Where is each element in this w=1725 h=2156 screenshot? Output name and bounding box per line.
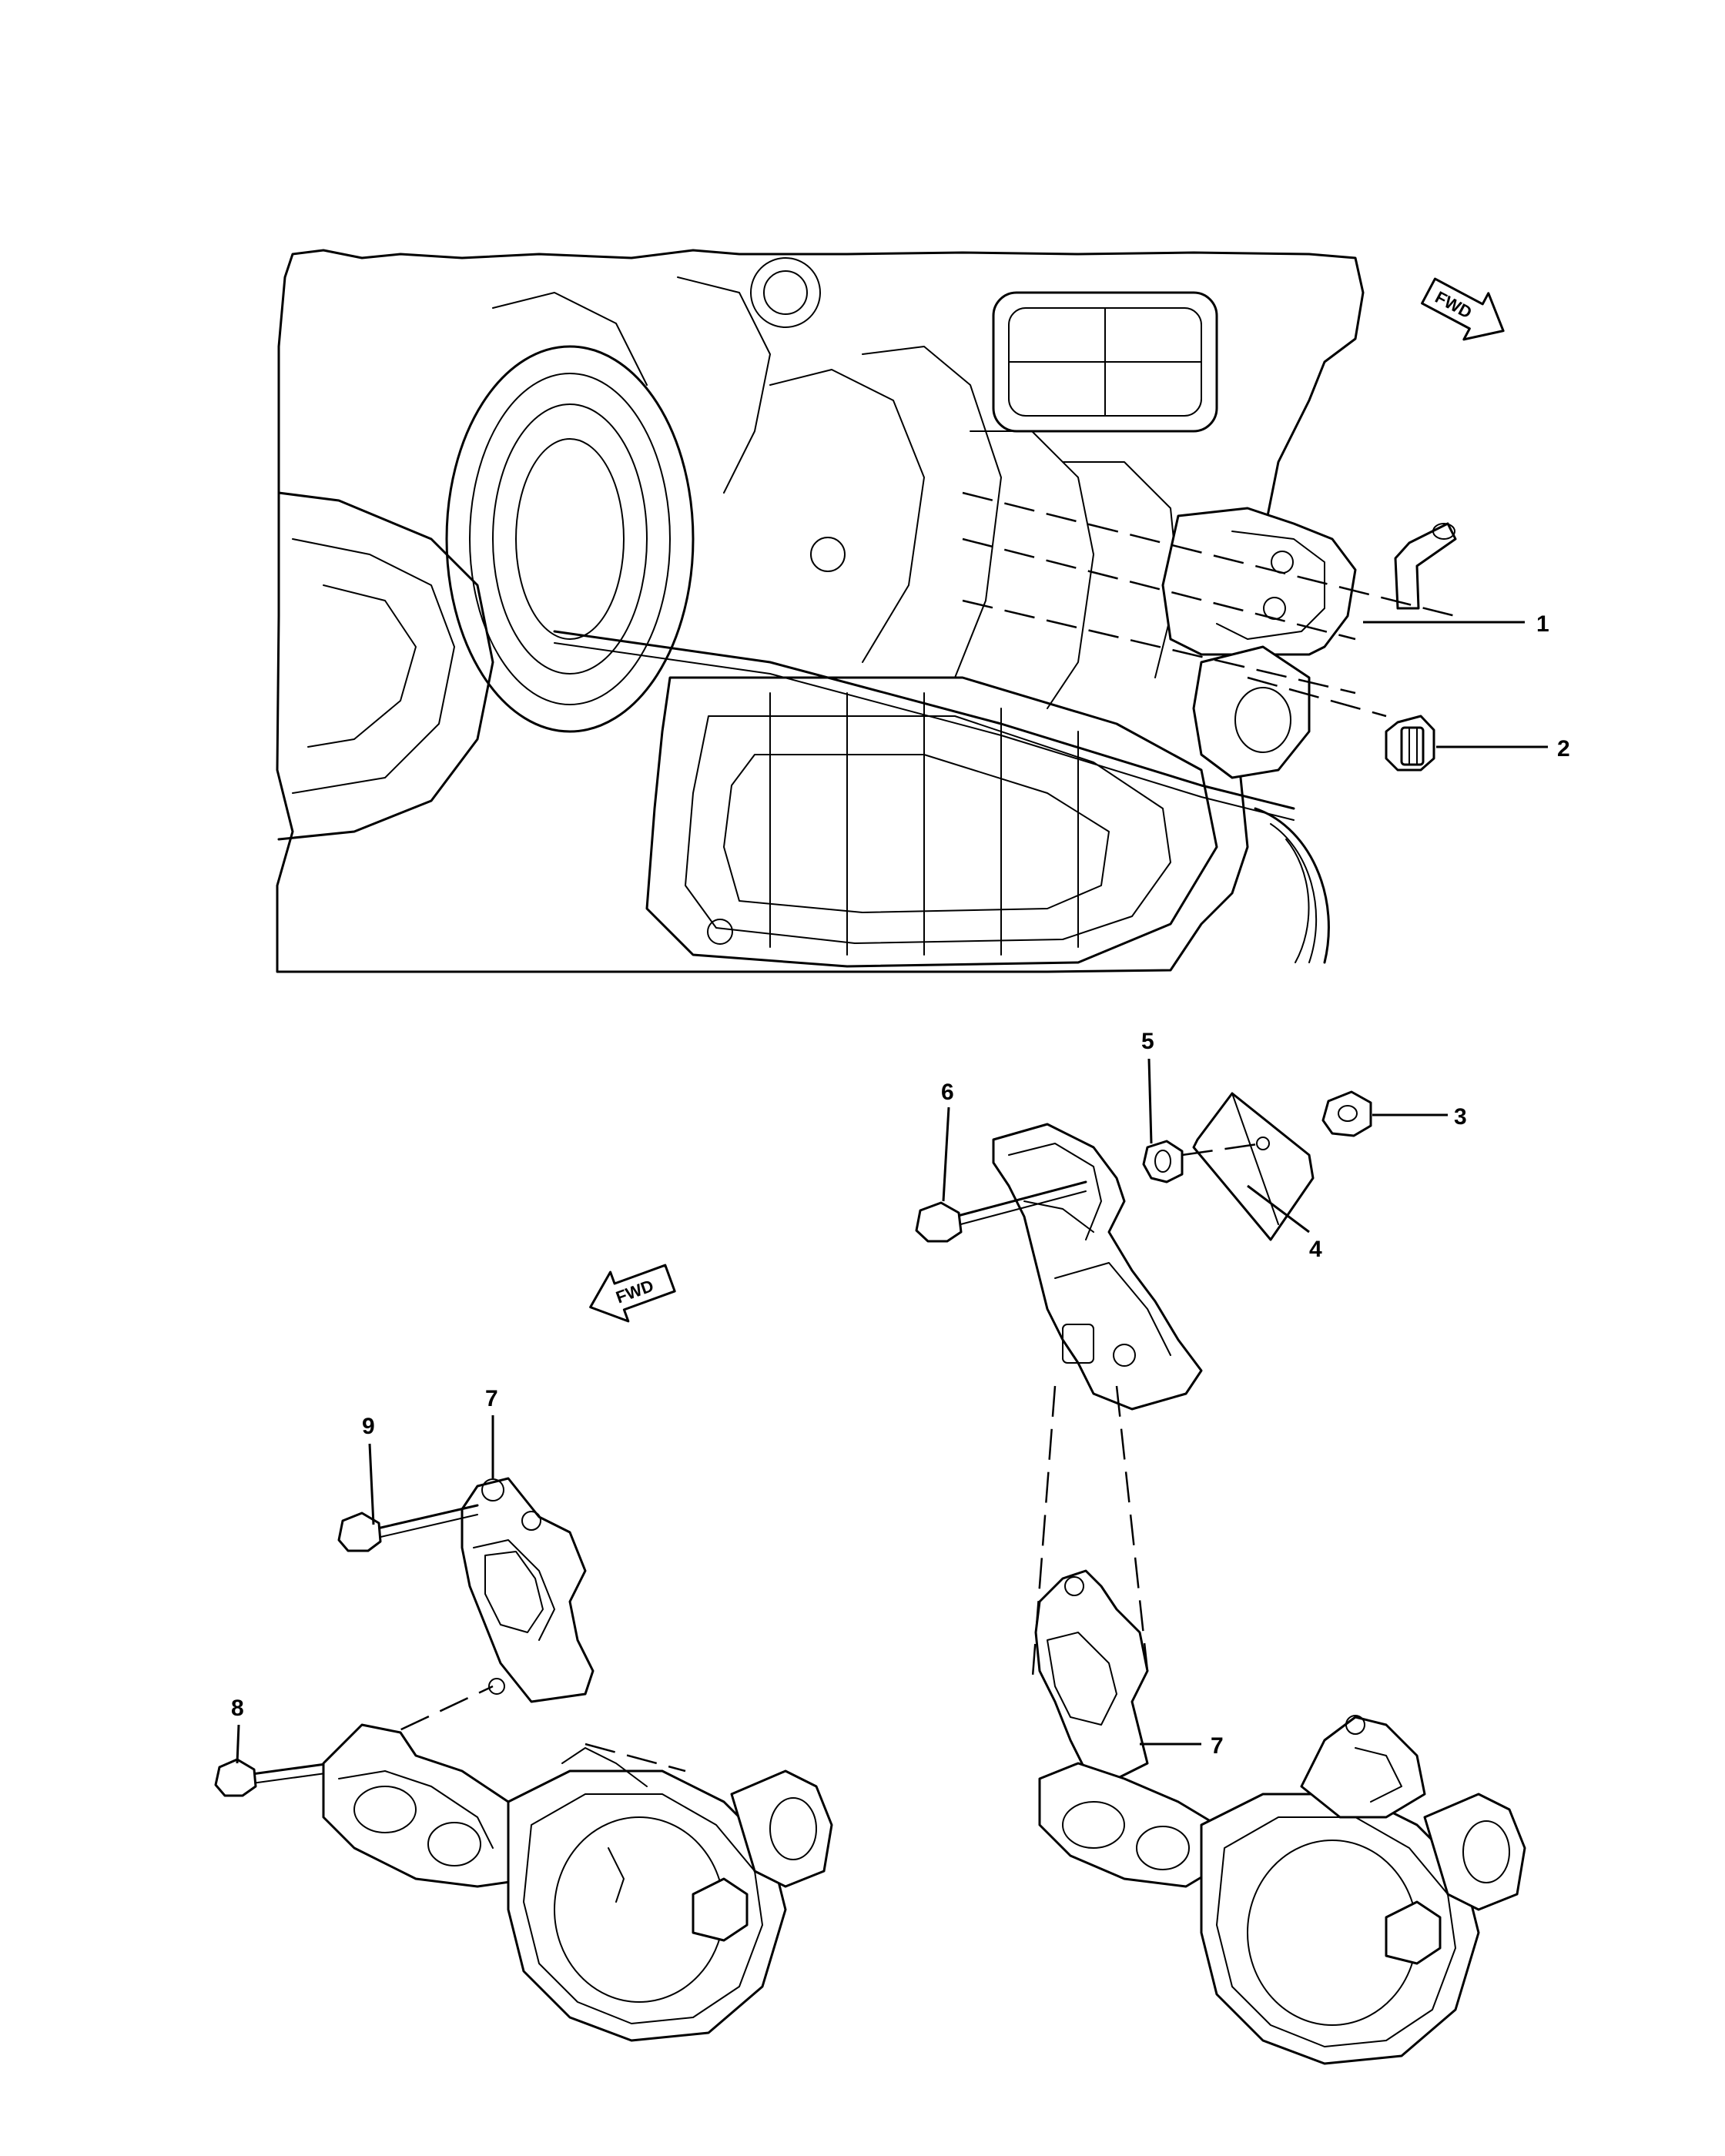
callout-numbers: 1 2 3 4 5 6 7 7 8 9: [231, 611, 1570, 1759]
right-axle-assembly: [1034, 1569, 1526, 2065]
callout-4: 4: [1309, 1237, 1322, 1262]
callout-5: 5: [1141, 1029, 1154, 1054]
fwd-arrow-icon: FWD: [1421, 277, 1505, 341]
callout-7-left: 7: [485, 1386, 498, 1411]
callout-8: 8: [231, 1696, 244, 1721]
callout-2: 2: [1557, 736, 1570, 762]
callout-9: 9: [362, 1414, 375, 1439]
fwd-arrow-icon: FWD: [589, 1264, 676, 1323]
callout-7-right: 7: [1211, 1733, 1224, 1759]
callout-6: 6: [941, 1080, 954, 1105]
callout-leaders: [236, 621, 1548, 1764]
left-axle-assembly: [214, 1477, 833, 2042]
mount-bracket-assembly: [915, 1090, 1372, 1687]
callout-3: 3: [1454, 1104, 1467, 1130]
engine-assembly: [276, 249, 1457, 973]
callout-1: 1: [1536, 611, 1549, 637]
